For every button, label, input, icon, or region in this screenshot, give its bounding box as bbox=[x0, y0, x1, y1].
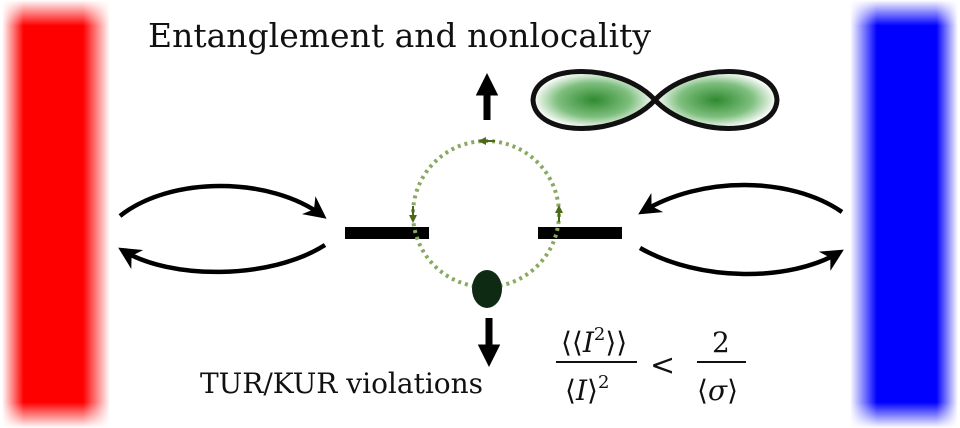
tur-formula: ⟨⟨I2⟩⟩ ⟨I⟩2 < 2 ⟨σ⟩ bbox=[556, 324, 746, 407]
left-arrow-out bbox=[118, 243, 327, 275]
right-level bbox=[538, 227, 622, 239]
right-reservoir bbox=[850, 0, 958, 428]
bottom-label: TUR/KUR violations bbox=[200, 367, 483, 400]
left-reservoir bbox=[2, 0, 110, 428]
formula-rhs-numerator: 2 bbox=[712, 326, 730, 359]
electron-dot bbox=[472, 270, 502, 308]
formula-relation: < bbox=[650, 348, 675, 383]
right-arrow-out bbox=[638, 246, 844, 277]
left-level bbox=[345, 227, 429, 239]
formula-rhs-denominator: ⟨σ⟩ bbox=[697, 374, 738, 407]
formula-numerator: ⟨⟨I2⟩⟩ bbox=[561, 324, 627, 359]
right-arrow-in bbox=[638, 182, 844, 215]
title: Entanglement and nonlocality bbox=[148, 16, 651, 55]
coherent-loop bbox=[409, 137, 563, 289]
formula-denominator: ⟨I⟩2 bbox=[565, 372, 609, 407]
figure-eight-icon bbox=[530, 69, 780, 131]
left-arrow-in bbox=[118, 183, 327, 219]
